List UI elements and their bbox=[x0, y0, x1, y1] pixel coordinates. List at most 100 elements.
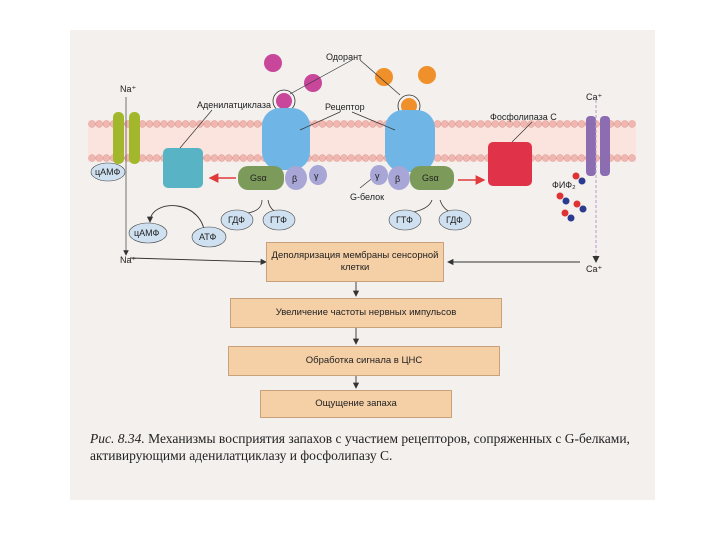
pip2-molecules bbox=[556, 172, 587, 222]
lipid-head bbox=[541, 154, 550, 162]
lipid-head bbox=[246, 154, 255, 162]
lipid-head bbox=[448, 154, 456, 162]
flow-step-cns-processing: Обработка сигнала в ЦНС bbox=[228, 346, 500, 376]
lipid-head bbox=[218, 154, 226, 162]
lipid-head bbox=[369, 154, 377, 162]
lipid-head bbox=[506, 120, 514, 128]
lipid-head bbox=[448, 120, 456, 128]
ca-channel bbox=[586, 100, 610, 263]
figure-number: Рис. 8.34. bbox=[90, 431, 145, 446]
lipid-head bbox=[549, 154, 557, 162]
lipid-head bbox=[318, 120, 327, 128]
lipid-head bbox=[254, 120, 262, 128]
lipid-head bbox=[462, 120, 471, 128]
g-protein-right bbox=[370, 165, 454, 190]
lipid-head bbox=[88, 120, 96, 128]
lipid-head bbox=[621, 120, 629, 128]
lipid-head bbox=[570, 120, 579, 128]
label-gtp-left: ГТФ bbox=[270, 215, 287, 225]
figure-caption: Рис. 8.34. Механизмы восприятия запахов … bbox=[90, 430, 645, 464]
lipid-head bbox=[146, 154, 154, 162]
odorant-orange-1 bbox=[375, 68, 393, 86]
lipid-head bbox=[628, 120, 636, 128]
lipid-head bbox=[232, 154, 240, 162]
odorant-bound-left bbox=[276, 93, 292, 109]
lipid-head bbox=[527, 120, 535, 128]
lipid-head bbox=[333, 154, 341, 162]
lipid-head bbox=[95, 154, 103, 162]
gdp-bubble-right bbox=[438, 209, 472, 231]
lipid-head bbox=[577, 120, 586, 128]
lipid-head bbox=[470, 154, 478, 162]
lipid-head bbox=[102, 120, 111, 128]
lipid-head bbox=[434, 120, 442, 128]
lipid-head bbox=[210, 120, 219, 128]
lipid-head bbox=[333, 120, 341, 128]
label-adenylate-cyclase: Аденилатциклаза bbox=[197, 100, 271, 110]
arrow-na-to-depolarization bbox=[129, 257, 267, 265]
label-odorant: Одорант bbox=[326, 52, 362, 62]
lipid-head bbox=[613, 120, 622, 128]
label-na-top: Na⁺ bbox=[120, 84, 137, 94]
atp-to-camp-arrow bbox=[146, 205, 206, 239]
label-receptor: Рецептор bbox=[325, 102, 365, 112]
lipid-head bbox=[347, 154, 355, 162]
label-gdp-left: ГДФ bbox=[228, 215, 245, 225]
lipid-head bbox=[246, 120, 255, 128]
lipid-head bbox=[556, 120, 564, 128]
lipid-head bbox=[477, 120, 485, 128]
lipid-head bbox=[210, 154, 219, 162]
lipid-head bbox=[146, 120, 154, 128]
lipid-head bbox=[462, 154, 471, 162]
lipid-head bbox=[218, 120, 226, 128]
lipid-head bbox=[484, 120, 492, 128]
odorant-orange-2 bbox=[418, 66, 436, 84]
receptor-left bbox=[262, 108, 310, 170]
odorant-magenta-1 bbox=[264, 54, 282, 72]
lipid-head bbox=[88, 154, 96, 162]
label-camp-channel: цАМФ bbox=[95, 167, 121, 177]
label-gtp-right: ГТФ bbox=[396, 215, 413, 225]
lipid-head bbox=[441, 154, 449, 162]
label-gsa-left: Gsα bbox=[250, 173, 267, 183]
lipid-head bbox=[174, 120, 183, 128]
lipid-head bbox=[362, 154, 370, 162]
label-gdp-right: ГДФ bbox=[446, 215, 463, 225]
odorant-magenta-2 bbox=[304, 74, 322, 92]
lipid-head bbox=[613, 154, 622, 162]
lipid-head bbox=[534, 120, 543, 128]
lipid-head bbox=[621, 154, 629, 162]
label-ca-bottom: Ca⁺ bbox=[586, 264, 603, 274]
lipid-head bbox=[167, 120, 175, 128]
label-na-bottom: Na⁺ bbox=[120, 255, 137, 265]
label-gamma-left: γ bbox=[314, 171, 319, 181]
lipid-head bbox=[534, 154, 543, 162]
lipid-head bbox=[160, 120, 168, 128]
label-beta-right: β bbox=[395, 174, 400, 184]
lipid-head bbox=[513, 120, 521, 128]
odorant-molecules bbox=[264, 54, 436, 118]
lipid-head bbox=[470, 120, 478, 128]
lipid-head bbox=[455, 120, 463, 128]
g-protein-left bbox=[238, 165, 327, 190]
lipid-head bbox=[153, 120, 161, 128]
lipid-head bbox=[153, 154, 161, 162]
lipid-head bbox=[541, 120, 550, 128]
lipid-head bbox=[326, 120, 334, 128]
atp-bubble bbox=[191, 226, 227, 248]
lipid-head bbox=[189, 120, 197, 128]
na-channel bbox=[113, 97, 140, 256]
label-gsa-right: Gsα bbox=[422, 173, 439, 183]
camp-channel-bubble bbox=[90, 162, 126, 182]
gdp-bubble-left bbox=[220, 209, 254, 231]
label-g-protein: G-белок bbox=[350, 192, 384, 202]
lipid-head bbox=[182, 120, 190, 128]
lipid-head bbox=[225, 120, 233, 128]
gtp-bubble-left bbox=[262, 209, 296, 231]
lipid-head bbox=[203, 120, 211, 128]
lipid-head bbox=[239, 154, 247, 162]
flow-step-impulse-frequency: Увеличение частоты нервных импульсов bbox=[230, 298, 502, 328]
lipid-head bbox=[225, 154, 233, 162]
label-camp: цАМФ bbox=[134, 228, 160, 238]
